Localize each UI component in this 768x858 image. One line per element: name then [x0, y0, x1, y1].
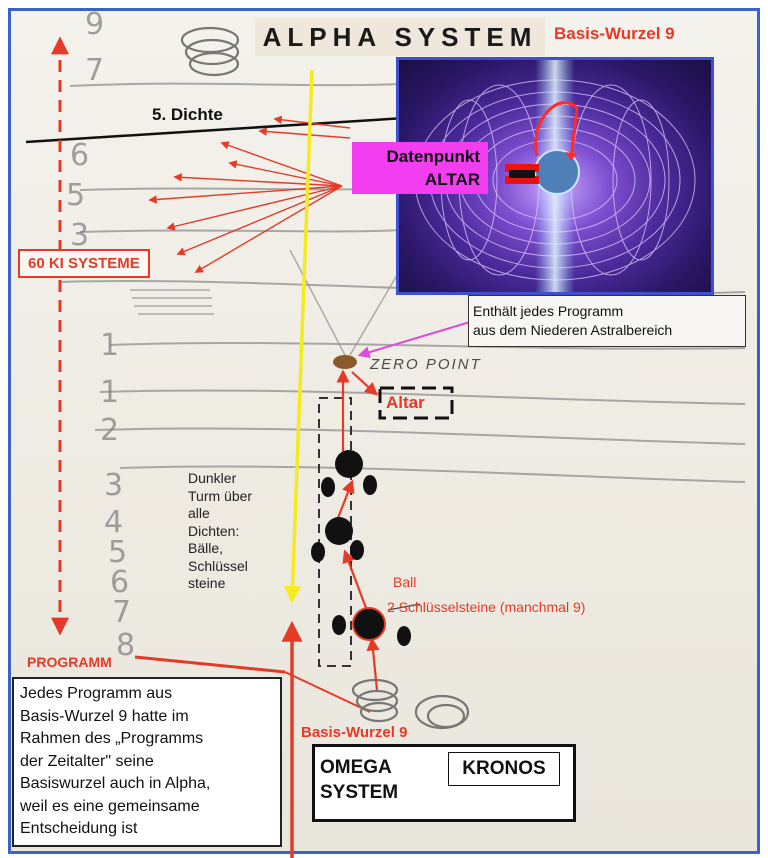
dunkler-turm-text: Dunkler Turm über alle Dichten: Bälle, S…: [188, 470, 298, 593]
dunkler-line: Schlüssel: [188, 558, 298, 576]
spiral-bottom-icon: [353, 680, 468, 728]
programm-line: Entscheidung ist: [20, 818, 274, 841]
scribble: [130, 290, 214, 314]
programm-line: weil es eine gemeinsame: [20, 796, 274, 819]
system-line: SYSTEM: [320, 780, 430, 805]
ki-arrows: [150, 119, 350, 272]
svg-text:7: 7: [85, 53, 104, 88]
datenpunkt-altar-label: Datenpunkt ALTAR: [352, 142, 488, 194]
dunkler-line: Turm über: [188, 488, 298, 506]
svg-text:1: 1: [100, 328, 119, 363]
dunkler-line: Dunkler: [188, 470, 298, 488]
svg-text:1: 1: [100, 375, 119, 410]
programm-header: PROGRAMM: [27, 654, 112, 670]
dunkler-line: Bälle,: [188, 540, 298, 558]
dunkler-line: steine: [188, 575, 298, 593]
enthalt-box: Enthält jedes Programm aus dem Niederen …: [468, 295, 746, 347]
schlusselsteine-label: 2 Schlüsselsteine (manchmal 9): [387, 599, 585, 615]
dunkler-line: alle: [188, 505, 298, 523]
ball-label: Ball: [393, 574, 416, 590]
svg-text:2: 2: [100, 413, 119, 448]
alpha-system-title: ALPHA SYSTEM: [255, 18, 545, 56]
basis-wurzel-bottom-label: Basis-Wurzel 9: [301, 724, 407, 741]
svg-text:7: 7: [112, 595, 131, 630]
svg-text:8: 8: [116, 628, 135, 663]
ball-middle: [325, 517, 353, 545]
spiral-top-icon: [182, 28, 238, 75]
zero-point-icon: [333, 355, 357, 369]
ball-top: [335, 450, 363, 478]
enthalt-line1: Enthält jedes Programm: [473, 302, 741, 321]
programm-text-box: Jedes Programm aus Basis-Wurzel 9 hatte …: [12, 677, 282, 847]
svg-text:9: 9: [85, 7, 104, 42]
svg-text:3: 3: [70, 218, 89, 253]
zero-point-label: ZERO POINT: [370, 356, 482, 373]
svg-text:5: 5: [66, 178, 85, 213]
kronos-label: KRONOS: [448, 752, 560, 786]
programm-line: Basiswurzel auch in Alpha,: [20, 773, 274, 796]
programm-line: Rahmen des „Programms: [20, 728, 274, 751]
basis-wurzel-top-label: Basis-Wurzel 9: [554, 24, 675, 44]
programm-line: Basis-Wurzel 9 hatte im: [20, 706, 274, 729]
magenta-arrow: [360, 322, 470, 355]
enthalt-line2: aus dem Niederen Astralbereich: [473, 321, 741, 340]
svg-text:6: 6: [70, 138, 89, 173]
converge-lines: [290, 250, 400, 355]
balls: [311, 450, 411, 646]
hand-numbers: 9 7 6 5 3 1 1 2 3 4 5 6 7 8: [66, 7, 135, 663]
altar-label: Altar: [386, 393, 425, 413]
altar-line: ALTAR: [360, 168, 480, 191]
dunkler-line: Dichten:: [188, 523, 298, 541]
programm-line: [135, 657, 285, 672]
omega-line: OMEGA: [320, 755, 430, 780]
dichte-label: 5. Dichte: [152, 105, 223, 125]
ball-bottom: [353, 608, 385, 640]
svg-text:3: 3: [104, 468, 123, 503]
omega-system-label: OMEGA SYSTEM: [320, 755, 430, 805]
ki-systeme-label: 60 KI SYSTEME: [18, 249, 150, 278]
datenpunkt-line: Datenpunkt: [360, 142, 480, 168]
basis-bottom-line: [285, 672, 370, 712]
programm-line: Jedes Programm aus: [20, 683, 274, 706]
programm-line: der Zeitalter" seine: [20, 751, 274, 774]
